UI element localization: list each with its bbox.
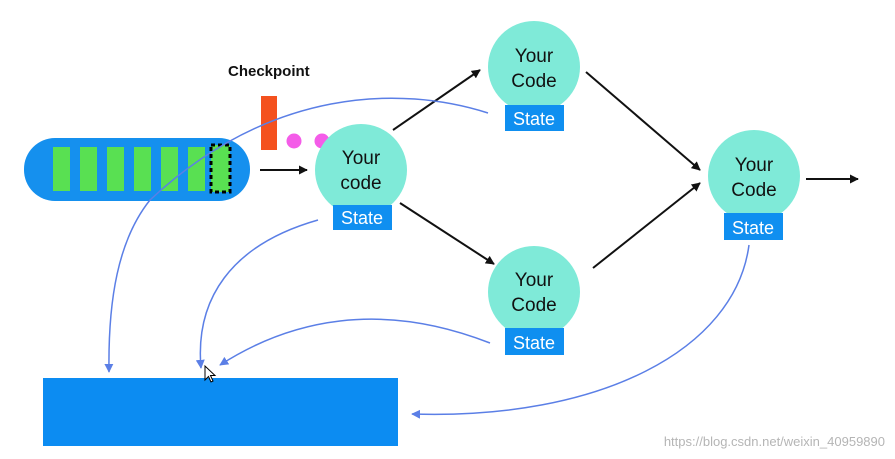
operator-node-1: Your code State bbox=[315, 124, 407, 230]
mouse-cursor-icon bbox=[204, 364, 217, 383]
queue-item bbox=[188, 147, 205, 191]
arrow-n2-to-n4 bbox=[585, 71, 701, 171]
arrow-n1-state-to-store bbox=[195, 219, 319, 369]
queue-item-checkpoint bbox=[209, 143, 232, 194]
node-label-line1: Your bbox=[342, 148, 381, 169]
node-label-line2: Code bbox=[511, 295, 556, 316]
node-label-line2: Code bbox=[731, 180, 776, 201]
state-label: State bbox=[513, 109, 555, 129]
node-label-line2: Code bbox=[511, 71, 556, 92]
state-arrows bbox=[104, 97, 750, 419]
checkpoint-label: Checkpoint bbox=[228, 63, 310, 80]
input-queue bbox=[24, 138, 250, 201]
node-label-line1: Your bbox=[515, 270, 554, 291]
state-label: State bbox=[341, 208, 383, 228]
arrow-n2-state-to-store bbox=[104, 97, 489, 373]
queue-item bbox=[80, 147, 97, 191]
operator-node-4: Your Code State bbox=[708, 130, 800, 240]
watermark: https://blog.csdn.net/weixin_40959890 bbox=[664, 434, 885, 449]
flow-arrows bbox=[260, 69, 859, 269]
state-badge bbox=[505, 328, 564, 355]
queue-item bbox=[134, 147, 151, 191]
arrow-n4-state-to-store bbox=[411, 244, 750, 419]
state-label: State bbox=[732, 218, 774, 238]
marker-dot bbox=[286, 133, 302, 149]
queue-item bbox=[107, 147, 124, 191]
arrow-n3-to-n4 bbox=[592, 182, 701, 269]
queue-item bbox=[161, 147, 178, 191]
node-label-line2: code bbox=[340, 173, 381, 194]
operator-node-2: Your Code State bbox=[488, 21, 580, 131]
queue-item bbox=[53, 147, 70, 191]
state-badge bbox=[724, 213, 783, 240]
node-label-line1: Your bbox=[515, 46, 554, 67]
state-label: State bbox=[513, 333, 555, 353]
arrow-n1-to-n2 bbox=[392, 69, 481, 131]
node-label-line1: Your bbox=[735, 155, 774, 176]
arrow-n1-to-n3 bbox=[399, 202, 495, 265]
state-badge bbox=[333, 205, 392, 230]
arrow-n3-state-to-store bbox=[219, 318, 491, 366]
state-storage-backend bbox=[43, 378, 398, 446]
state-badge bbox=[505, 105, 564, 131]
operator-node-3: Your Code State bbox=[488, 246, 580, 355]
